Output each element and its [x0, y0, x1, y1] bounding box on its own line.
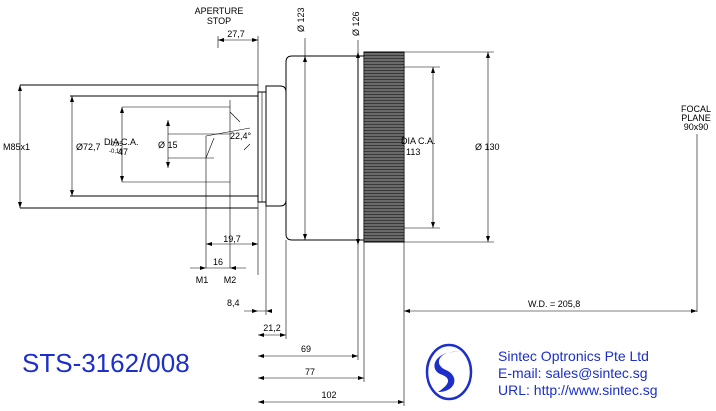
- arrow: [431, 222, 435, 228]
- dia-ca-113-label: DIA C.A.: [401, 136, 436, 146]
- arrow: [486, 236, 490, 242]
- tol-up: -0,05: [109, 142, 123, 148]
- angle-leader: [243, 143, 251, 151]
- dia-126-label: Ø 126: [351, 11, 361, 36]
- knurled-ring: [363, 51, 405, 243]
- arrow: [252, 309, 258, 313]
- arrow: [356, 52, 360, 58]
- arrow: [166, 120, 170, 126]
- company-url[interactable]: URL: http://www.sintec.sg: [498, 382, 658, 398]
- focal-plane-size: 90x90: [684, 122, 709, 132]
- arrow: [258, 376, 264, 380]
- arrow: [200, 266, 206, 270]
- dim-77: 77: [305, 367, 315, 377]
- dia-123-label: Ø 123: [296, 7, 306, 32]
- arrow: [120, 176, 124, 182]
- arrow: [206, 242, 212, 246]
- arrow: [252, 242, 258, 246]
- arrow: [70, 190, 74, 196]
- m1-label: M1: [196, 275, 209, 285]
- dim-102: 102: [321, 390, 336, 400]
- wd-label: W.D. = 205,8: [528, 299, 580, 309]
- arrow: [352, 354, 358, 358]
- aperture-stop-label-2: STOP: [207, 16, 231, 26]
- arrow: [431, 67, 435, 73]
- arrow: [258, 354, 264, 358]
- arrow: [356, 239, 360, 245]
- arrow: [404, 309, 410, 313]
- dim-27-7: 27,7: [227, 29, 245, 39]
- tol-down: -0,10: [109, 149, 123, 155]
- arrow: [258, 333, 264, 337]
- arrow: [280, 333, 286, 337]
- ray-line: [205, 137, 215, 159]
- sintec-logo: [425, 343, 473, 401]
- dim-16: 16: [213, 257, 223, 267]
- arrow: [303, 234, 307, 240]
- arrow: [166, 162, 170, 168]
- m85-label: M85x1: [3, 142, 30, 152]
- dim-8-4: 8,4: [227, 298, 240, 308]
- arrow: [218, 38, 224, 42]
- arrow: [70, 96, 74, 102]
- aperture-stop-label: APERTURE: [195, 6, 244, 16]
- ca-47-value: 47: [118, 147, 128, 157]
- angle-label: 22,4°: [230, 131, 252, 141]
- arrow: [18, 85, 22, 91]
- main-body: [285, 55, 359, 241]
- dia-15-label: Ø 15: [158, 140, 178, 150]
- ray-line: [205, 127, 251, 137]
- arrow: [398, 400, 404, 404]
- arrow: [258, 400, 264, 404]
- body-ring: [357, 55, 365, 241]
- company-name: Sintec Optronics Pte Ltd: [498, 348, 649, 364]
- dim-19-7: 19,7: [223, 234, 241, 244]
- dim-21-2: 21,2: [263, 323, 281, 333]
- focal-plane-label-2: PLANE: [681, 113, 711, 123]
- model-number: STS-3162/008: [22, 348, 190, 378]
- arrow: [486, 52, 490, 58]
- arrow: [252, 38, 258, 42]
- arrow: [120, 107, 124, 113]
- arrow: [230, 266, 236, 270]
- m2-label: M2: [224, 275, 237, 285]
- arrow: [358, 376, 364, 380]
- dim-69: 69: [301, 344, 311, 354]
- angle-leader: [229, 111, 241, 123]
- arrow: [303, 56, 307, 62]
- flange-2: [265, 85, 287, 207]
- dia-72-label: Ø72,7: [76, 142, 101, 152]
- arrow: [266, 309, 272, 313]
- dia-ca-47-label: DIA C.A.: [104, 137, 139, 147]
- dia-130-label: Ø 130: [475, 142, 500, 152]
- company-email[interactable]: E-mail: sales@sintec.sg: [498, 365, 648, 381]
- ca-113-value: 113: [406, 147, 420, 157]
- focal-plane-label: FOCAL: [681, 104, 711, 114]
- arrow: [18, 202, 22, 208]
- arrow: [691, 309, 697, 313]
